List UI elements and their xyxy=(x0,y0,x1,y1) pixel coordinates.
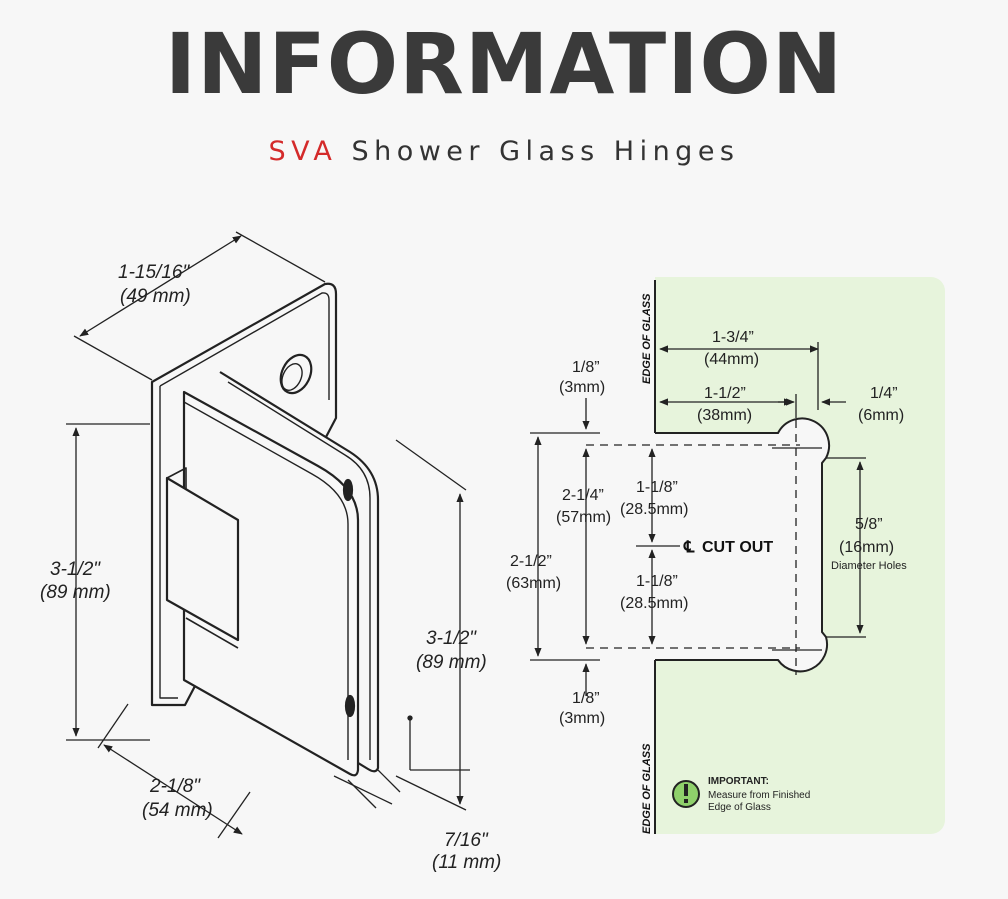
left-dimension-labels: 1-15/16" (49 mm) 3-1/2" (89 mm) 3-1/2" (… xyxy=(40,262,501,873)
dim-height-2-1-4-mm: (57mm) xyxy=(556,509,611,526)
brand-name: SVA xyxy=(268,136,338,167)
dim-depth-inner: 1-1/2” xyxy=(704,385,746,402)
dim-thickness-mm: (11 mm) xyxy=(432,852,501,873)
hinge-isometric xyxy=(150,282,380,777)
dim-depth-total: 1-3/4” xyxy=(712,329,754,346)
dim-holes: 5/8” xyxy=(855,516,883,533)
dim-depth-inner-mm: (38mm) xyxy=(697,407,752,424)
dim-height-2-1-2: 2-1/2” xyxy=(510,553,552,570)
dim-upper-half-mm: (28.5mm) xyxy=(620,501,688,518)
dim-depth-total-mm: (44mm) xyxy=(704,351,759,368)
dim-lower-half: 1-1/8” xyxy=(636,573,678,590)
dim-quarter: 1/4” xyxy=(870,385,898,402)
right-dimension-labels: EDGE OF GLASS EDGE OF GLASS 1/8” (3mm) 1… xyxy=(506,293,907,834)
dim-left-height: 3-1/2" xyxy=(50,559,101,580)
dim-right-height-mm: (89 mm) xyxy=(416,652,487,673)
dim-bottom-eighth-mm: (3mm) xyxy=(559,710,605,727)
dim-lower-half-mm: (28.5mm) xyxy=(620,595,688,612)
left-dimension-lines xyxy=(66,231,470,839)
dim-holes-note: Diameter Holes xyxy=(831,560,907,572)
page-title: INFORMATION xyxy=(164,15,844,113)
page-subtitle: SVA Shower Glass Hinges xyxy=(0,138,1008,165)
important-heading: IMPORTANT: xyxy=(708,776,769,787)
centerline-icon: ℄ xyxy=(683,539,695,556)
mount-hole xyxy=(279,353,313,395)
important-line1: Measure from Finished xyxy=(708,790,810,801)
dim-bottom-eighth: 1/8” xyxy=(572,690,600,707)
important-note: IMPORTANT: Measure from Finished Edge of… xyxy=(672,776,810,813)
dim-bottom-width: 2-1/8" xyxy=(149,776,201,797)
important-line2: Edge of Glass xyxy=(708,802,771,813)
dim-quarter-mm: (6mm) xyxy=(858,407,904,424)
cutout-guides xyxy=(530,342,866,696)
hinge-knuckle xyxy=(165,476,240,642)
product-name: Shower Glass Hinges xyxy=(351,136,740,167)
dim-upper-half: 1-1/8” xyxy=(636,479,678,496)
dim-height-2-1-4: 2-1/4” xyxy=(562,487,604,504)
cut-out-label: CUT OUT xyxy=(702,539,773,556)
dim-top-width: 1-15/16" xyxy=(118,262,190,283)
dim-right-height: 3-1/2" xyxy=(426,628,477,649)
dim-top-eighth-mm: (3mm) xyxy=(559,379,605,396)
dim-bottom-width-mm: (54 mm) xyxy=(142,800,213,821)
dim-left-height-mm: (89 mm) xyxy=(40,582,111,603)
dim-top-eighth: 1/8” xyxy=(572,359,600,376)
dim-holes-mm: (16mm) xyxy=(839,539,894,556)
dim-top-width-mm: (49 mm) xyxy=(120,286,191,307)
dim-thickness: 7/16" xyxy=(444,830,489,851)
edge-of-glass-top: EDGE OF GLASS xyxy=(641,293,653,384)
edge-of-glass-bottom: EDGE OF GLASS xyxy=(641,743,653,834)
glass-outline xyxy=(530,280,831,834)
front-clamp-plate xyxy=(182,390,360,777)
dim-height-2-1-2-mm: (63mm) xyxy=(506,575,561,592)
